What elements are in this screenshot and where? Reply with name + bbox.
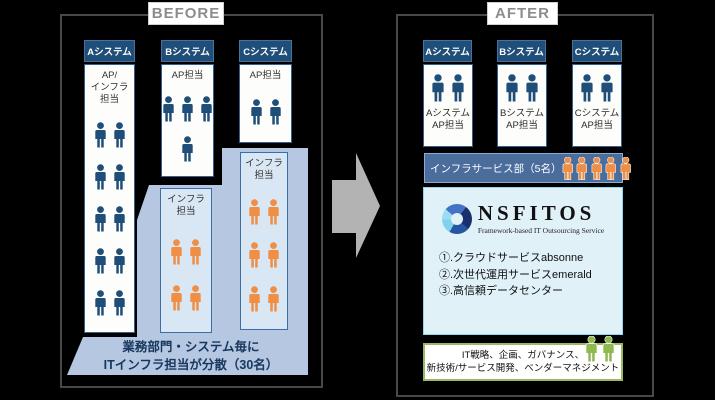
person-icon bbox=[267, 199, 280, 225]
service-item-2: ②.次世代運用サービスemerald bbox=[439, 268, 592, 281]
person-icon bbox=[451, 74, 465, 102]
outsourcing-service-box: NSFITOS Framework-based IT Outsourcing S… bbox=[423, 187, 623, 335]
person-icon bbox=[431, 74, 445, 102]
before-system-c-staff-box: AP担当 bbox=[239, 64, 292, 143]
before-system-c-infra-box: インフラ 担当 bbox=[240, 152, 288, 330]
person-icon bbox=[113, 122, 126, 148]
person-icon bbox=[602, 336, 615, 362]
person-icon bbox=[562, 157, 574, 180]
person-icon bbox=[600, 74, 614, 102]
person-icon bbox=[189, 285, 202, 311]
after-label: AFTER bbox=[487, 2, 558, 25]
person-icon bbox=[94, 164, 107, 190]
before-label: BEFORE bbox=[148, 2, 224, 25]
person-icon bbox=[189, 239, 202, 265]
person-icon bbox=[113, 290, 126, 316]
person-icon bbox=[248, 286, 261, 312]
before-system-b-staff-box: AP担当 bbox=[161, 64, 214, 177]
after-system-a-role: Aシステム AP担当 bbox=[425, 108, 471, 131]
service-item-1: ①.クラウドサービスabsonne bbox=[439, 252, 584, 264]
before-system-a-role: AP/ インフラ 担当 bbox=[90, 70, 129, 105]
person-icon bbox=[580, 74, 594, 102]
before-system-a-header: Aシステム bbox=[84, 40, 135, 62]
person-icon bbox=[269, 99, 282, 125]
person-icon bbox=[113, 206, 126, 232]
infra-service-department-bar: インフラサービス部（5名） bbox=[424, 153, 623, 183]
person-icon bbox=[113, 164, 126, 190]
person-icon bbox=[605, 157, 617, 180]
right-arrow-icon bbox=[332, 153, 380, 258]
person-icon bbox=[170, 239, 183, 265]
after-system-b-staff-box: Bシステム AP担当 bbox=[497, 64, 547, 147]
before-caption: 業務部門・システム毎に ITインフラ担当が分散（30名） bbox=[103, 340, 279, 373]
person-icon bbox=[576, 157, 588, 180]
after-system-a-header: Aシステム bbox=[423, 40, 472, 62]
after-system-c-staff-box: Cシステム AP担当 bbox=[572, 64, 622, 147]
nsfitos-logo-tagline: Framework-based IT Outsourcing Service bbox=[477, 226, 605, 235]
person-icon bbox=[94, 206, 107, 232]
after-system-b-staff-icons bbox=[498, 71, 546, 105]
nsfitos-logo-text: NSFITOS bbox=[477, 201, 596, 225]
after-system-a-staff-box: Aシステム AP担当 bbox=[423, 64, 473, 147]
person-icon bbox=[248, 199, 261, 225]
person-icon bbox=[94, 248, 107, 274]
person-icon bbox=[591, 157, 603, 180]
after-system-b-header: Bシステム bbox=[497, 40, 546, 62]
person-icon bbox=[200, 96, 213, 122]
person-icon bbox=[94, 290, 107, 316]
person-icon bbox=[248, 242, 261, 268]
before-system-b-staff-icons bbox=[162, 82, 213, 176]
before-system-b-infra-box: インフラ 担当 bbox=[160, 188, 212, 333]
person-icon bbox=[525, 74, 539, 102]
service-item-3: ③.高信頼データセンター bbox=[439, 285, 564, 297]
person-icon bbox=[267, 286, 280, 312]
before-system-c-infra-role: インフラ 担当 bbox=[245, 158, 283, 181]
person-icon bbox=[181, 96, 194, 122]
blue-swirl-circle-icon bbox=[441, 204, 472, 234]
before-system-a-staff-box: AP/ インフラ 担当 bbox=[84, 64, 135, 333]
before-system-c-header: Cシステム bbox=[239, 40, 292, 62]
before-system-c-staff-icons bbox=[240, 82, 291, 142]
after-system-c-role: Cシステム AP担当 bbox=[574, 108, 620, 131]
after-system-a-staff-icons bbox=[424, 71, 472, 105]
person-icon bbox=[250, 99, 263, 125]
person-icon bbox=[181, 136, 194, 162]
person-icon bbox=[585, 336, 598, 362]
service-list: ①.クラウドサービスabsonne ②.次世代運用サービスemerald ③.高… bbox=[439, 250, 622, 300]
before-system-b-role: AP担当 bbox=[171, 70, 204, 81]
before-system-c-infra-staff-icons bbox=[241, 182, 287, 329]
person-icon bbox=[620, 157, 632, 180]
person-icon bbox=[94, 122, 107, 148]
after-system-c-header: Cシステム bbox=[572, 40, 622, 62]
before-system-b-header: Bシステム bbox=[161, 40, 214, 62]
governance-text: IT戦略、企画、ガバナンス、 新技術/サービス開発、ベンダーマネジメント bbox=[426, 349, 620, 374]
before-system-c-role: AP担当 bbox=[249, 70, 282, 81]
infra-service-department-label: インフラサービス部（5名） bbox=[430, 162, 562, 175]
nsfitos-logo: NSFITOS Framework-based IT Outsourcing S… bbox=[424, 203, 622, 235]
after-system-b-role: Bシステム AP担当 bbox=[499, 108, 545, 131]
person-icon bbox=[505, 74, 519, 102]
governance-staff-icons bbox=[585, 336, 615, 362]
after-system-c-staff-icons bbox=[573, 71, 621, 105]
person-icon bbox=[267, 242, 280, 268]
person-icon bbox=[170, 285, 183, 311]
before-system-b-infra-staff-icons bbox=[161, 218, 211, 332]
before-system-b-infra-role: インフラ 担当 bbox=[167, 194, 205, 217]
person-icon bbox=[162, 96, 175, 122]
infra-service-staff-icons bbox=[562, 157, 632, 180]
person-icon bbox=[113, 248, 126, 274]
before-system-a-staff-icons bbox=[85, 106, 134, 332]
